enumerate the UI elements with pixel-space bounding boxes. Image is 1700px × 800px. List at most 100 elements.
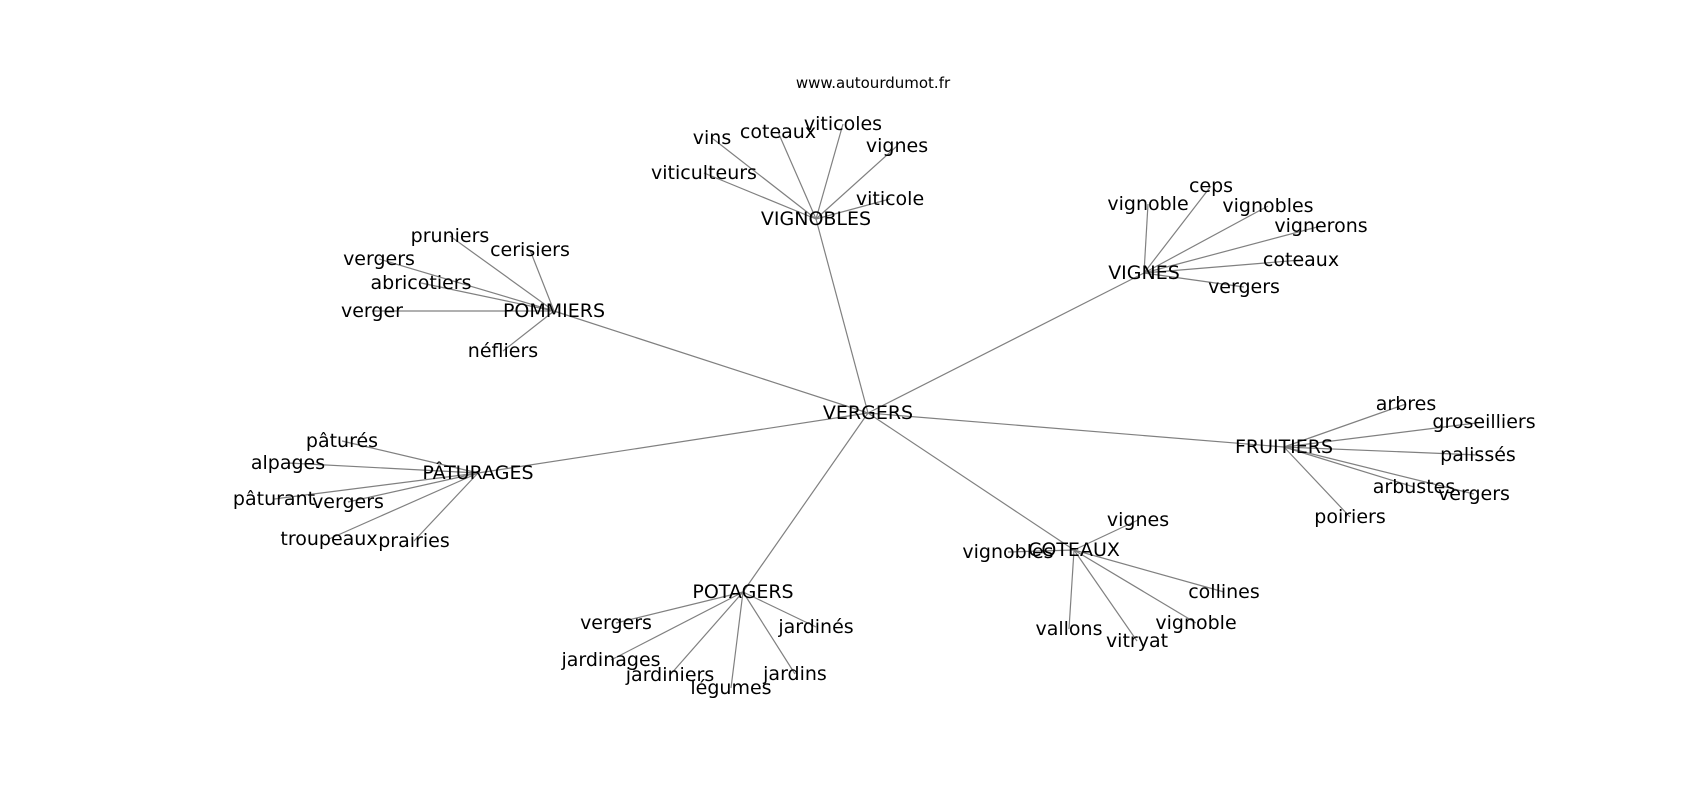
- edge-vergers-vignes: [867, 272, 1145, 414]
- edge-paturages-patures: [341, 440, 479, 474]
- edge-vergers-vignobles: [815, 218, 869, 414]
- edge-coteaux-vignoble: [1073, 549, 1197, 624]
- node-vignobles-leaf-viticulteurs[interactable]: viticulteurs: [651, 162, 757, 184]
- node-vignobles-leaf-viticole[interactable]: viticole: [856, 188, 924, 210]
- node-vignobles-leaf-vins[interactable]: vins: [693, 127, 731, 149]
- node-vignobles-leaf-viticoles[interactable]: viticoles: [804, 113, 882, 135]
- edge-vergers-potagers: [742, 412, 869, 593]
- edge-vergers-coteaux: [867, 412, 1075, 551]
- edge-paturages-troupeaux: [328, 472, 479, 540]
- node-coteaux-leaf-vitryat[interactable]: vitryat: [1106, 630, 1168, 652]
- edge-pommiers-cerisiers: [529, 249, 555, 312]
- edge-pommiers-nefliers: [502, 310, 555, 352]
- node-coteaux-leaf-vignoble[interactable]: vignoble: [1155, 612, 1236, 634]
- node-potagers-leaf-jardines[interactable]: jardinés: [777, 616, 853, 638]
- node-vignes-leaf-vergers[interactable]: vergers: [1208, 276, 1280, 298]
- node-potagers-leaf-jardiniers[interactable]: jardiniers: [625, 664, 714, 686]
- edge-potagers-jardinages: [610, 591, 744, 661]
- node-potagers-leaf-jardinages[interactable]: jardinages: [560, 649, 660, 671]
- node-vignobles[interactable]: VIGNOBLES: [761, 208, 871, 230]
- node-pommiers-leaf-pruniers[interactable]: pruniers: [411, 225, 490, 247]
- edge-vignobles-coteaux: [777, 131, 817, 220]
- edge-vignobles-viticulteurs: [703, 172, 817, 220]
- node-potagers[interactable]: POTAGERS: [692, 581, 793, 603]
- edge-vignes-vignobles: [1143, 205, 1269, 274]
- node-fruitiers-leaf-arbres[interactable]: arbres: [1376, 393, 1437, 415]
- node-pommiers-leaf-abricotiers[interactable]: abricotiers: [371, 272, 472, 294]
- edge-coteaux-collines: [1073, 549, 1225, 593]
- node-pommiers-leaf-verger[interactable]: verger: [341, 300, 403, 322]
- node-coteaux[interactable]: COTEAUX: [1028, 539, 1120, 561]
- edge-vergers-pommiers: [553, 310, 869, 414]
- node-potagers-leaf-vergers[interactable]: vergers: [580, 612, 652, 634]
- node-pommiers-leaf-cerisiers[interactable]: cerisiers: [490, 239, 570, 261]
- node-coteaux-leaf-vignes[interactable]: vignes: [1107, 509, 1169, 531]
- node-vignes-leaf-vignoble[interactable]: vignoble: [1107, 193, 1188, 215]
- edge-fruitiers-groseilliers: [1283, 421, 1485, 448]
- node-fruitiers-leaf-palisses[interactable]: palissés: [1440, 444, 1516, 466]
- edge-fruitiers-arbustes: [1283, 446, 1415, 488]
- node-paturages-leaf-troupeaux[interactable]: troupeaux: [280, 528, 377, 550]
- edge-vignobles-vignes: [815, 145, 898, 220]
- node-coteaux-leaf-collines[interactable]: collines: [1188, 581, 1260, 603]
- edge-fruitiers-vergers: [1283, 446, 1475, 495]
- edge-potagers-jardiniers: [669, 591, 744, 676]
- edge-fruitiers-palisses: [1283, 446, 1479, 456]
- edge-paturages-prairies: [413, 472, 479, 542]
- node-coteaux-leaf-vallons[interactable]: vallons: [1035, 618, 1102, 640]
- edge-vignes-vignerons: [1143, 225, 1322, 274]
- node-paturages-leaf-paturant[interactable]: pâturant: [233, 488, 315, 510]
- node-coteaux-leaf-vignobles[interactable]: vignobles: [962, 541, 1053, 563]
- node-fruitiers-leaf-arbustes[interactable]: arbustes: [1373, 476, 1456, 498]
- edge-potagers-jardines: [742, 591, 817, 628]
- node-fruitiers-leaf-groseilliers[interactable]: groseilliers: [1432, 411, 1535, 433]
- edge-vergers-paturages: [477, 412, 869, 474]
- node-vignobles-leaf-coteaux[interactable]: coteaux: [740, 121, 816, 143]
- edge-vergers-fruitiers: [867, 412, 1285, 448]
- source-watermark: www.autourdumot.fr: [796, 74, 951, 92]
- edge-vignes-vergers: [1143, 272, 1245, 288]
- node-vignobles-leaf-vignes[interactable]: vignes: [866, 135, 928, 157]
- node-vignes-leaf-ceps[interactable]: ceps: [1189, 175, 1233, 197]
- edge-vignes-vignoble: [1143, 203, 1149, 274]
- edge-coteaux-vitryat: [1073, 549, 1138, 642]
- edge-coteaux-vignes: [1073, 519, 1139, 551]
- node-pommiers[interactable]: POMMIERS: [503, 300, 605, 322]
- edge-vignes-coteaux: [1143, 259, 1302, 274]
- edge-paturages-vergers: [347, 472, 479, 503]
- node-potagers-leaf-jardins[interactable]: jardins: [762, 663, 827, 685]
- node-vignes-leaf-vignerons[interactable]: vignerons: [1274, 215, 1367, 237]
- edge-potagers-vergers: [615, 591, 744, 624]
- edge-pommiers-vergers: [378, 258, 555, 312]
- node-paturages-leaf-vergers[interactable]: vergers: [312, 491, 384, 513]
- edge-paturages-alpages: [287, 462, 479, 474]
- node-paturages-leaf-alpages[interactable]: alpages: [251, 452, 325, 474]
- node-vignes-leaf-vignobles[interactable]: vignobles: [1222, 195, 1313, 217]
- edge-potagers-jardins: [742, 591, 796, 675]
- node-vignes-leaf-coteaux[interactable]: coteaux: [1263, 249, 1339, 271]
- edge-fruitiers-poiriers: [1283, 446, 1351, 518]
- node-paturages[interactable]: PÂTURAGES: [422, 461, 533, 484]
- edge-vignobles-viticole: [815, 198, 891, 220]
- edge-vignobles-viticoles: [815, 123, 844, 220]
- edge-vignes-ceps: [1143, 185, 1212, 274]
- node-vignes[interactable]: VIGNES: [1108, 262, 1180, 284]
- node-fruitiers-leaf-vergers[interactable]: vergers: [1438, 483, 1510, 505]
- node-pommiers-leaf-nefliers[interactable]: néfliers: [468, 340, 538, 362]
- node-pommiers-leaf-vergers[interactable]: vergers: [343, 248, 415, 270]
- node-vergers-center[interactable]: VERGERS: [823, 402, 913, 424]
- edge-paturages-paturant: [273, 472, 479, 500]
- node-potagers-leaf-legumes[interactable]: légumes: [690, 677, 771, 699]
- node-fruitiers[interactable]: FRUITIERS: [1235, 436, 1333, 458]
- edge-pommiers-abricotiers: [420, 282, 555, 312]
- node-paturages-leaf-prairies[interactable]: prairies: [378, 530, 449, 552]
- edge-coteaux-vignobles: [1007, 549, 1075, 553]
- edge-potagers-legumes: [730, 591, 744, 689]
- node-paturages-leaf-patures[interactable]: pâturés: [306, 430, 378, 452]
- edge-vignobles-vins: [711, 137, 817, 220]
- graph-edges: [273, 123, 1485, 689]
- node-fruitiers-leaf-poiriers[interactable]: poiriers: [1314, 506, 1385, 528]
- edge-fruitiers-arbres: [1283, 403, 1407, 448]
